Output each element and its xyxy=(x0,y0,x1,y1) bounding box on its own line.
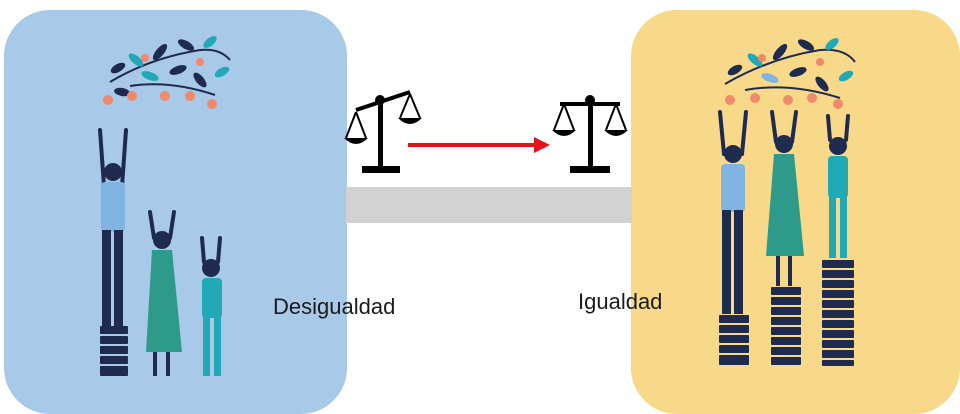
fruit-branch-left xyxy=(103,36,231,109)
crate-left xyxy=(100,326,128,376)
tall-person-right xyxy=(718,110,749,365)
inequality-label: Desigualdad xyxy=(273,294,396,319)
woman-right xyxy=(766,110,804,365)
woman-left xyxy=(146,210,182,376)
equality-label: Igualdad xyxy=(578,289,663,314)
crate-right-3 xyxy=(822,260,854,366)
crate-right-2 xyxy=(771,287,801,365)
balanced-scale-icon xyxy=(552,95,628,173)
fruit-branch-right xyxy=(724,38,856,109)
right-arrow xyxy=(408,137,550,153)
connector-bar xyxy=(346,187,632,223)
crate-right-1 xyxy=(719,315,749,365)
child-right xyxy=(822,114,854,366)
unbalanced-scale-icon xyxy=(344,90,422,173)
tall-person-left xyxy=(98,128,128,376)
child-left xyxy=(200,236,222,376)
